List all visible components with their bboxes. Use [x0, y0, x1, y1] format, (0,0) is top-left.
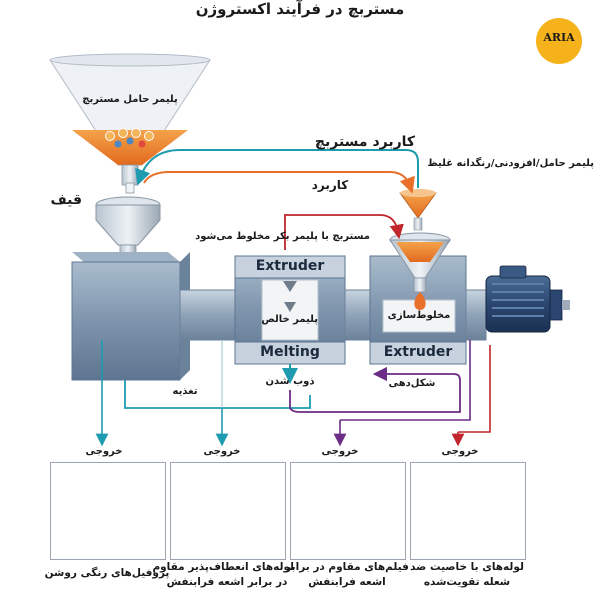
feed-funnel	[95, 196, 161, 260]
application-arrow	[143, 171, 415, 194]
hopper-label: پلیمر حامل مستربچ	[82, 94, 178, 105]
caption-pipe: لوله‌های انعطاف‌پذیر مقاوم در برابر اشعه…	[152, 560, 294, 590]
output-box-flame	[410, 462, 526, 560]
usage-sub-label: کاربرد	[311, 178, 349, 192]
caption-pipe-line1: لوله‌های انعطاف‌پذیر مقاوم	[152, 561, 294, 573]
caption-pipe-line2: در برابر اشعه فرابنفش	[166, 576, 288, 588]
barrel	[179, 289, 241, 341]
motor	[485, 265, 570, 333]
shaping-arrow	[289, 366, 461, 413]
extruder-top-label: Extruder	[255, 258, 325, 274]
output-label-4: خروجی	[441, 446, 479, 457]
caption-flame-line2: شعله تقویت‌شده	[423, 576, 511, 588]
pure-polymer-label: پلیمر خالص	[261, 314, 318, 325]
extruder-section	[369, 255, 487, 365]
additive-label: پلیمر حامل/افزودنی/رنگدانه غلیظ	[427, 158, 594, 169]
caption-films: فیلم‌های مقاوم در برابر اشعه فرابنفش	[280, 560, 414, 590]
melting-fa-label: ذوب شدن	[265, 376, 315, 387]
additive-funnels	[389, 189, 451, 310]
output-arrows	[95, 340, 491, 447]
mixing-label: مخلوط‌سازی	[387, 310, 451, 321]
shaping-label: شکل‌دهی	[388, 378, 436, 389]
extruder-right-label: Extruder	[383, 344, 453, 360]
caption-profiles-text: پروفیل‌های رنگی روشن	[44, 567, 170, 579]
mix-note: مستربچ با پلیمر بکر مخلوط می‌شود	[195, 231, 370, 242]
usage-label: کاربرد مستربچ	[314, 134, 416, 150]
machine-body	[71, 252, 190, 381]
output-box-profiles	[50, 462, 166, 560]
melting-section	[234, 255, 346, 365]
caption-profiles: پروفیل‌های رنگی روشن	[40, 566, 174, 581]
melting-label: Melting	[260, 344, 320, 360]
logo-badge	[536, 18, 582, 64]
hopper	[49, 53, 211, 194]
caption-films-line2: اشعه فرابنفش	[308, 576, 386, 588]
output-box-pipe	[170, 462, 286, 560]
caption-films-line1: فیلم‌های مقاوم در برابر	[285, 561, 409, 573]
caption-flame: لوله‌های با خاصیت ضد شعله تقویت‌شده	[400, 560, 534, 590]
logo-text: ARIA	[543, 31, 575, 44]
output-label-1: خروجی	[85, 446, 123, 457]
caption-flame-line1: لوله‌های با خاصیت ضد	[410, 561, 524, 573]
output-label-2: خروجی	[203, 446, 241, 457]
output-box-films	[290, 462, 406, 560]
usage-arrow	[135, 149, 419, 188]
feeding-label: تغذیه	[172, 386, 198, 397]
mix-arrow	[284, 214, 404, 250]
output-label-3: خروجی	[321, 446, 359, 457]
funnel-label: قیف	[50, 192, 82, 208]
page-title: مستربچ در فرآیند اکستروژن	[195, 0, 405, 18]
